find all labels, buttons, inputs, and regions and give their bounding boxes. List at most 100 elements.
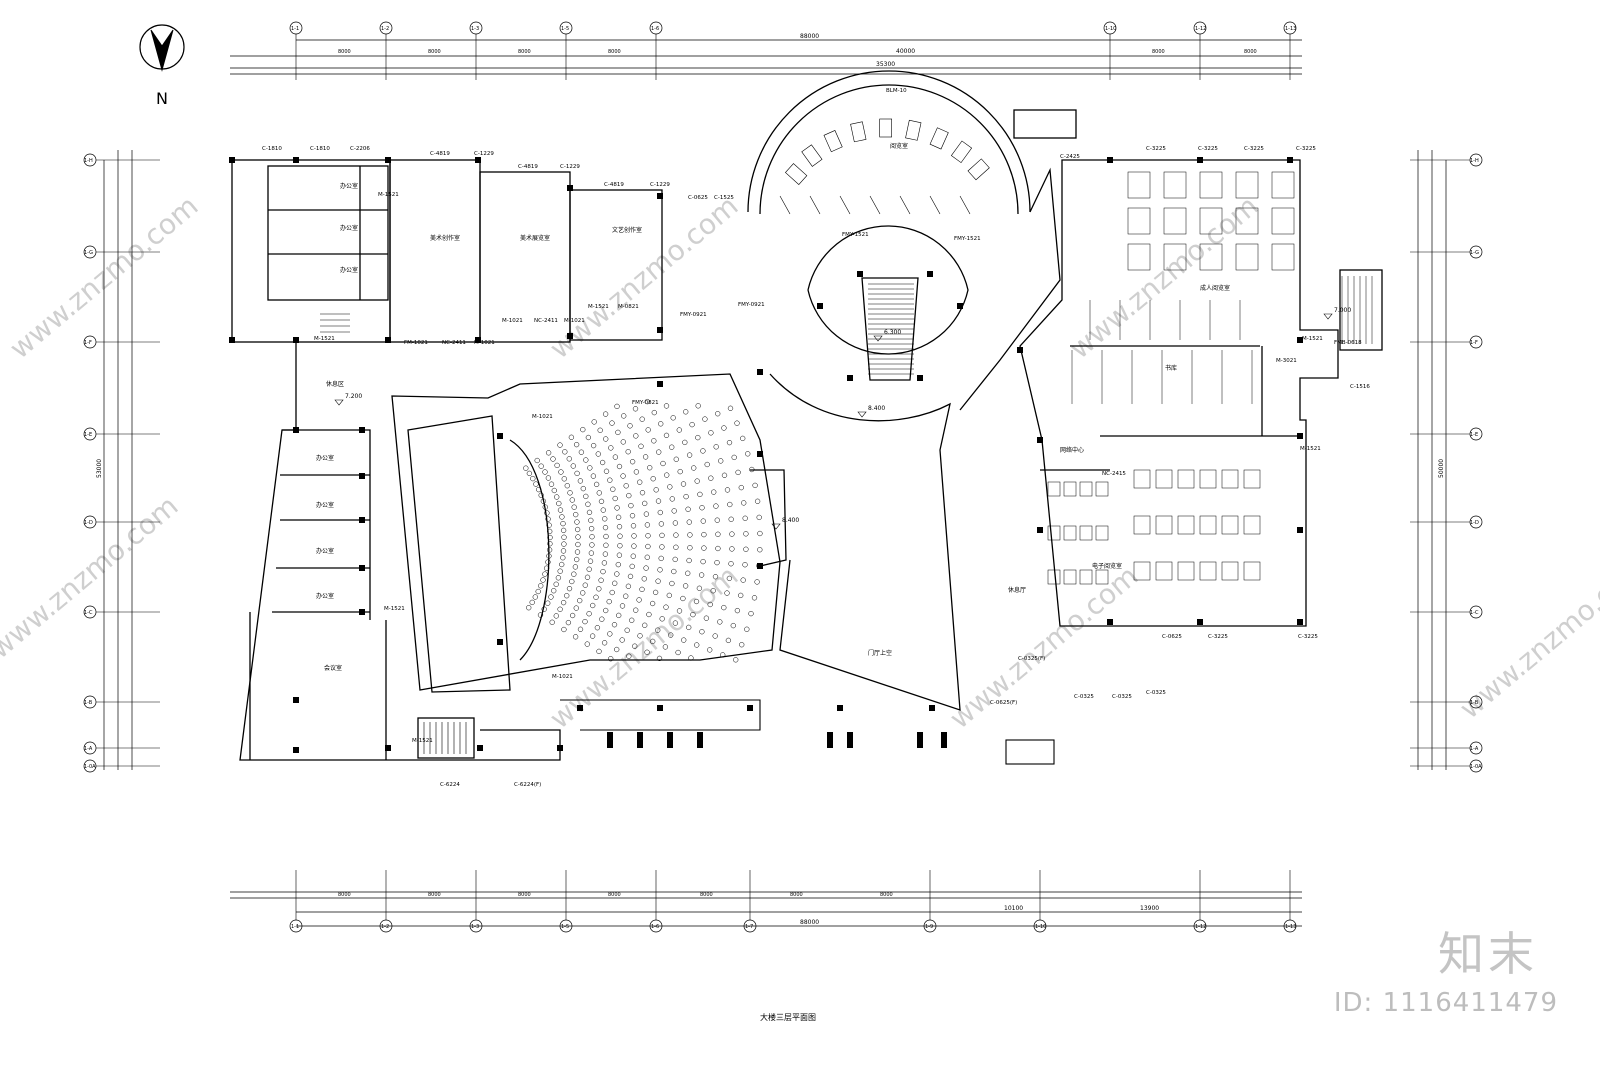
column-10 (567, 333, 573, 339)
column-17 (359, 609, 365, 615)
top-grid-dim-4: 8000 (1152, 49, 1165, 55)
column-1 (293, 157, 299, 163)
bottom-total-dim: 88000 (800, 919, 819, 926)
door-tag-14: C-2425 (1060, 154, 1080, 160)
door-tag-6: C-1229 (560, 164, 580, 170)
column-48 (817, 303, 823, 309)
bottom-grid-dim-4: 8000 (700, 892, 713, 898)
bottom-axis-label-8: 1-12 (1195, 924, 1206, 930)
door-tag-47: M-1521 (412, 738, 433, 744)
brand-logo: 知末 (1438, 927, 1538, 981)
reading-room-north-furniture (779, 118, 990, 215)
room-label-14: 办公室 (316, 501, 334, 509)
left-dimension-lines (103, 150, 133, 770)
top-segment-b-dim: 35300 (876, 61, 895, 68)
pier-2 (917, 732, 923, 748)
room-label-10: 电子阅览室 (1092, 562, 1122, 570)
door-tag-26: M-1021 (564, 318, 585, 324)
column-3 (475, 157, 481, 163)
room-label-2: 办公室 (340, 266, 358, 274)
room-label-3: 美术创作室 (430, 234, 460, 242)
door-tag-17: C-3225 (1244, 146, 1264, 152)
top-segment-a-dim: 40000 (896, 48, 915, 55)
column-31 (657, 381, 663, 387)
column-41 (1107, 619, 1113, 625)
watermark-4: www.znzmo.com (0, 489, 184, 665)
door-tag-20: M-1521 (314, 336, 335, 342)
door-tag-10: C-1525 (714, 195, 734, 201)
door-tag-24: M-1021 (502, 318, 523, 324)
column-27 (929, 705, 935, 711)
column-6 (229, 337, 235, 343)
right-axis-label-4: 1-D (1470, 520, 1479, 526)
bottom-grid-dim-0: 8000 (338, 892, 351, 898)
east-wing-furniture (1047, 171, 1373, 585)
door-tag-31: FMY-0821 (632, 400, 659, 406)
east-wing-walls (1013, 109, 1383, 627)
south-terrace (560, 699, 1055, 765)
bottom-dimension-lines (230, 891, 1302, 927)
room-label-13: 办公室 (316, 454, 334, 462)
bottom-axis-label-6: 1-9 (925, 924, 933, 930)
image-id-label: ID: 1116411479 (1333, 988, 1558, 1018)
right-axis-label-7: 1-A (1470, 746, 1479, 752)
room-label-7: 成人阅览室 (1200, 284, 1230, 292)
door-tag-4: C-1229 (474, 151, 494, 157)
right-axis-label-6: 1-B (1470, 700, 1479, 706)
door-tag-13: FMY-1521 (954, 236, 981, 242)
column-30 (757, 563, 763, 569)
door-tag-44: C-0325 (1112, 694, 1132, 700)
room-label-15: 办公室 (316, 547, 334, 555)
door-tag-8: C-1229 (650, 182, 670, 188)
watermark-layer: www.znzmo.com www.znzmo.com www.znzmo.co… (0, 189, 1600, 735)
top-axis-label-0: 1-1 (291, 26, 299, 32)
column-14 (359, 473, 365, 479)
bottom-axis-label-4: 1-6 (651, 924, 659, 930)
column-40 (1297, 619, 1303, 625)
room-label-17: 会议室 (324, 664, 342, 672)
door-tag-46: M-1521 (384, 606, 405, 612)
bottom-grid-dim-5: 8000 (790, 892, 803, 898)
column-35 (1197, 157, 1203, 163)
door-tag-3: C-4819 (430, 151, 450, 157)
room-label-8: 书库 (1165, 364, 1177, 372)
left-axis-label-7: 1-A (84, 746, 93, 752)
column-42 (1197, 619, 1203, 625)
door-tag-22: NC-2411 (442, 340, 466, 346)
bottom-grid-dim-2: 8000 (518, 892, 531, 898)
watermark-2: www.znzmo.com (543, 189, 744, 365)
column-7 (293, 337, 299, 343)
column-23 (577, 705, 583, 711)
room-label-12: 门厅上空 (868, 649, 892, 657)
pier-7 (697, 732, 703, 748)
column-9 (475, 337, 481, 343)
column-15 (359, 517, 365, 523)
bottom-axis-label-0: 1-1 (291, 924, 299, 930)
left-axis-label-1: 1-G (84, 250, 93, 256)
column-16 (359, 565, 365, 571)
door-tag-33: M-1021 (552, 674, 573, 680)
top-axis-label-6: 1-12 (1195, 26, 1206, 32)
door-tag-48: C-6224 (440, 782, 460, 788)
door-tag-2: C-2206 (350, 146, 370, 152)
column-51 (927, 271, 933, 277)
door-tag-11: BLM-10 (886, 88, 907, 94)
column-43 (1037, 437, 1043, 443)
central-atrium (747, 70, 1061, 711)
column-37 (1297, 337, 1303, 343)
door-tag-43: C-0325 (1074, 694, 1094, 700)
door-tag-30: FMY-0921 (738, 302, 765, 308)
pier-3 (941, 732, 947, 748)
door-tag-27: M-1521 (588, 304, 609, 310)
door-tag-7: C-4819 (604, 182, 624, 188)
bottom-axis-label-7: 1-10 (1035, 924, 1046, 930)
door-tag-18: C-3225 (1296, 146, 1316, 152)
watermark-5: www.znzmo.com (543, 559, 744, 735)
right-axis-label-3: 1-E (1470, 432, 1478, 438)
bottom-axis-label-9: 1-13 (1285, 924, 1296, 930)
